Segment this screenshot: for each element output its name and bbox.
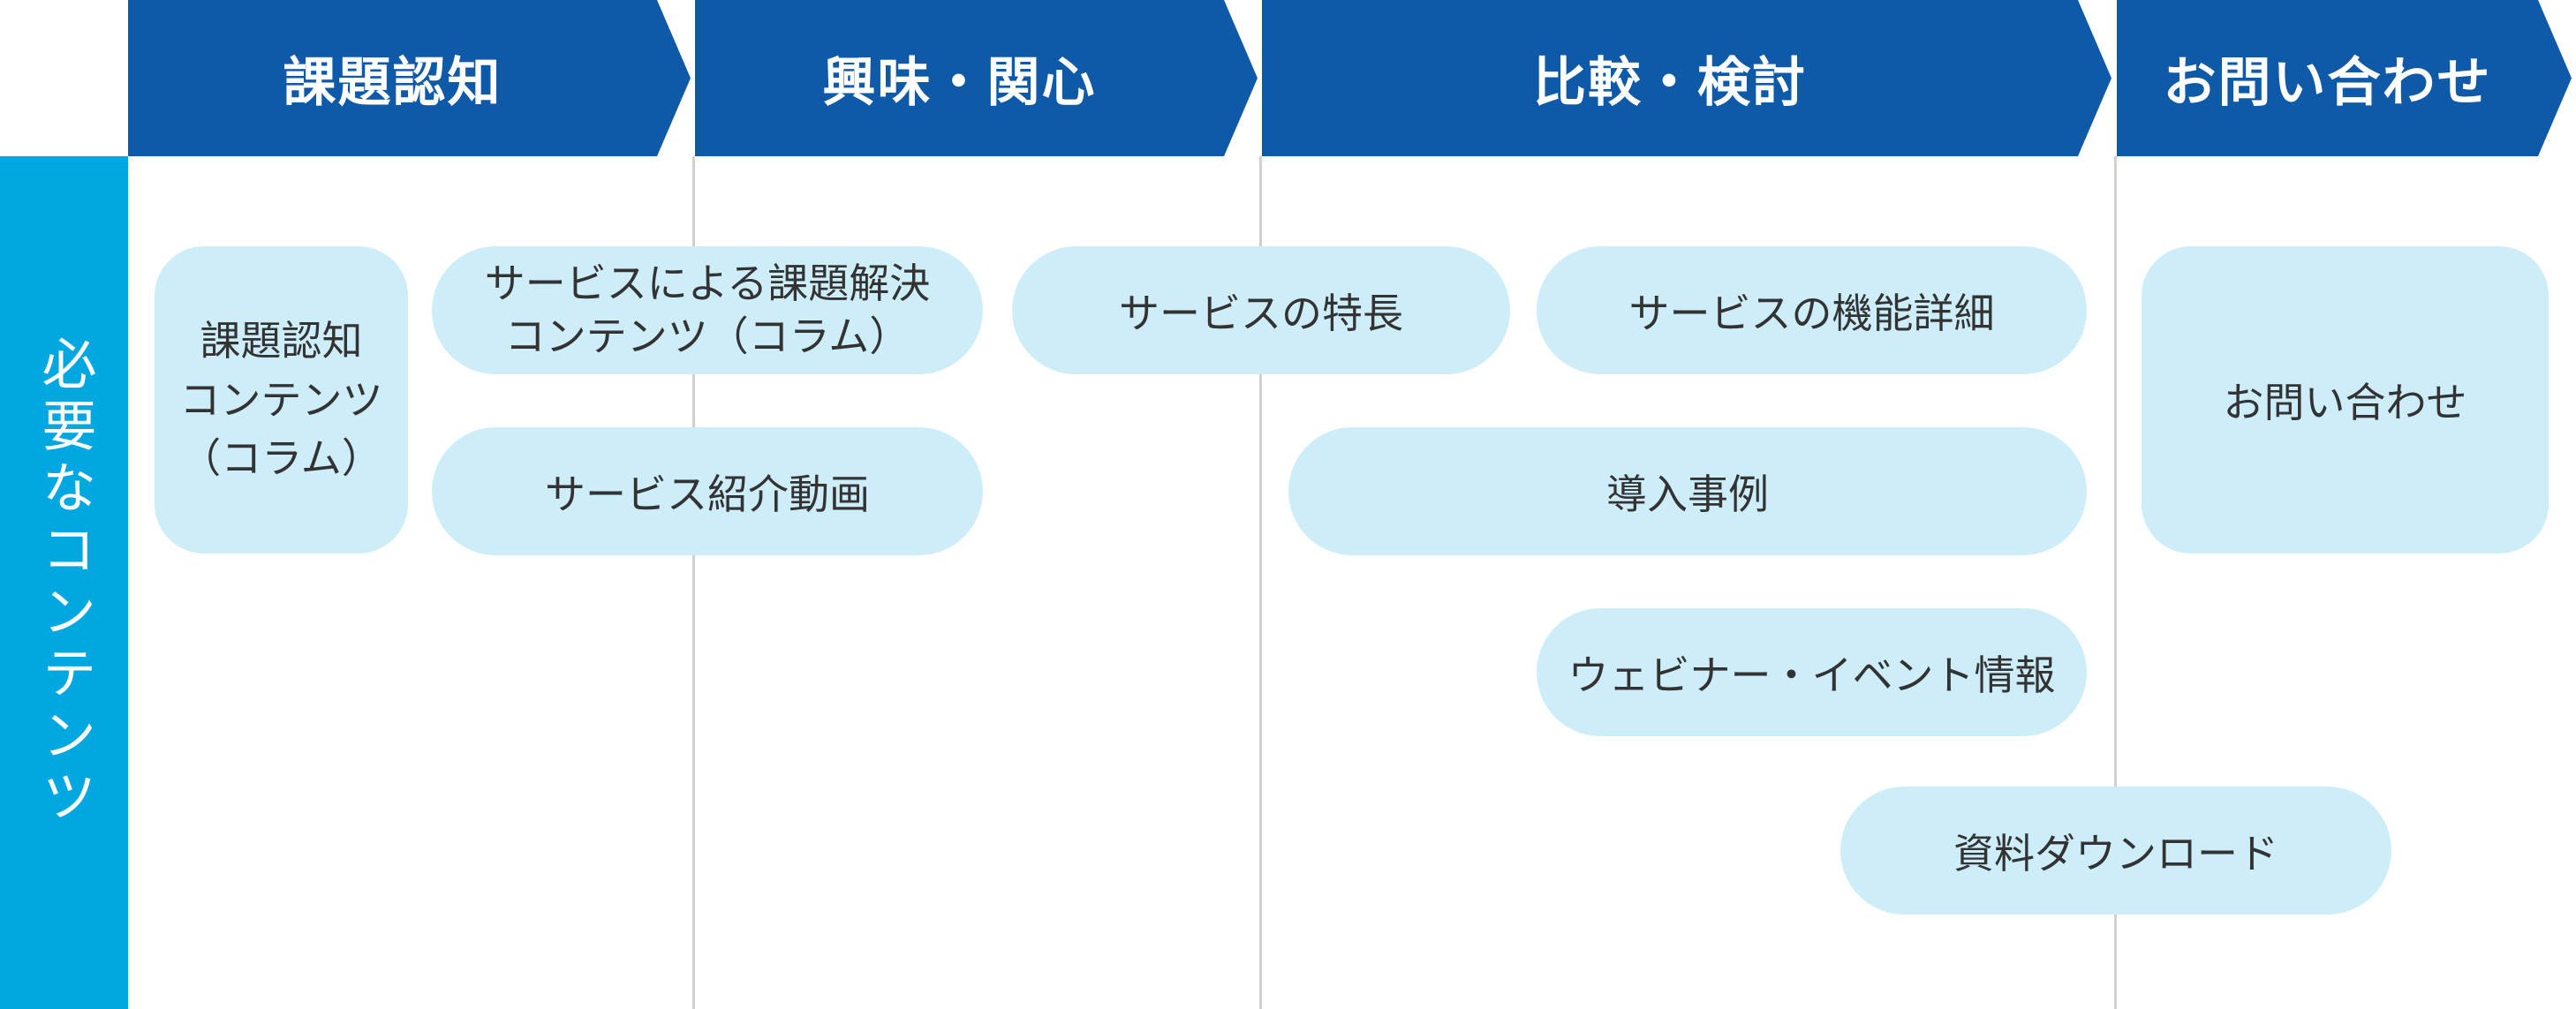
stage-arrow-comparison: 比較・検討: [1262, 0, 2111, 156]
stage-divider: [2114, 156, 2117, 1009]
content-document-download: 資料ダウンロード: [1840, 787, 2391, 915]
content-line: サービスによる課題解決: [484, 259, 931, 307]
content-webinar-events: ウェビナー・イベント情報: [1537, 608, 2087, 736]
content-line: サービスの機能詳細: [1628, 289, 1995, 337]
content-feature-details: サービスの機能詳細: [1537, 246, 2087, 374]
content-line: コンテンツ: [179, 375, 383, 424]
stage-label: お問い合わせ: [2163, 52, 2492, 114]
stage-arrow-awareness: 課題認知: [128, 0, 691, 156]
content-line: サービスの特長: [1119, 289, 1403, 337]
content-inquiry: お問い合わせ: [2142, 246, 2549, 553]
content-case-studies: 導入事例: [1288, 427, 2087, 555]
content-line: （コラム）: [180, 434, 382, 483]
content-line: サービス紹介動画: [545, 470, 870, 518]
content-line: 導入事例: [1606, 470, 1769, 518]
content-service-video: サービス紹介動画: [432, 427, 983, 555]
stage-label: 興味・関心: [822, 52, 1097, 114]
stage-divider: [1259, 156, 1262, 1009]
stage-arrow-inquiry: お問い合わせ: [2117, 0, 2572, 156]
stage-divider: [692, 156, 695, 1009]
stage-label: 比較・検討: [1533, 52, 1807, 114]
content-solution-column: サービスによる課題解決 コンテンツ（コラム）: [432, 246, 983, 374]
stage-label: 課題認知: [283, 52, 502, 114]
content-line: コンテンツ（コラム）: [504, 312, 910, 360]
content-line: 資料ダウンロード: [1953, 829, 2278, 877]
content-awareness-column: 課題認知 コンテンツ （コラム）: [155, 246, 408, 553]
content-service-features: サービスの特長: [1012, 246, 1510, 374]
stage-arrow-interest: 興味・関心: [695, 0, 1258, 156]
content-line: お問い合わせ: [2223, 379, 2467, 426]
content-line: ウェビナー・イベント情報: [1568, 651, 2056, 699]
side-label: 必要なコンテンツ: [32, 335, 97, 830]
side-label-bar: 必要なコンテンツ: [0, 156, 128, 1009]
content-line: 課題認知: [200, 316, 363, 365]
